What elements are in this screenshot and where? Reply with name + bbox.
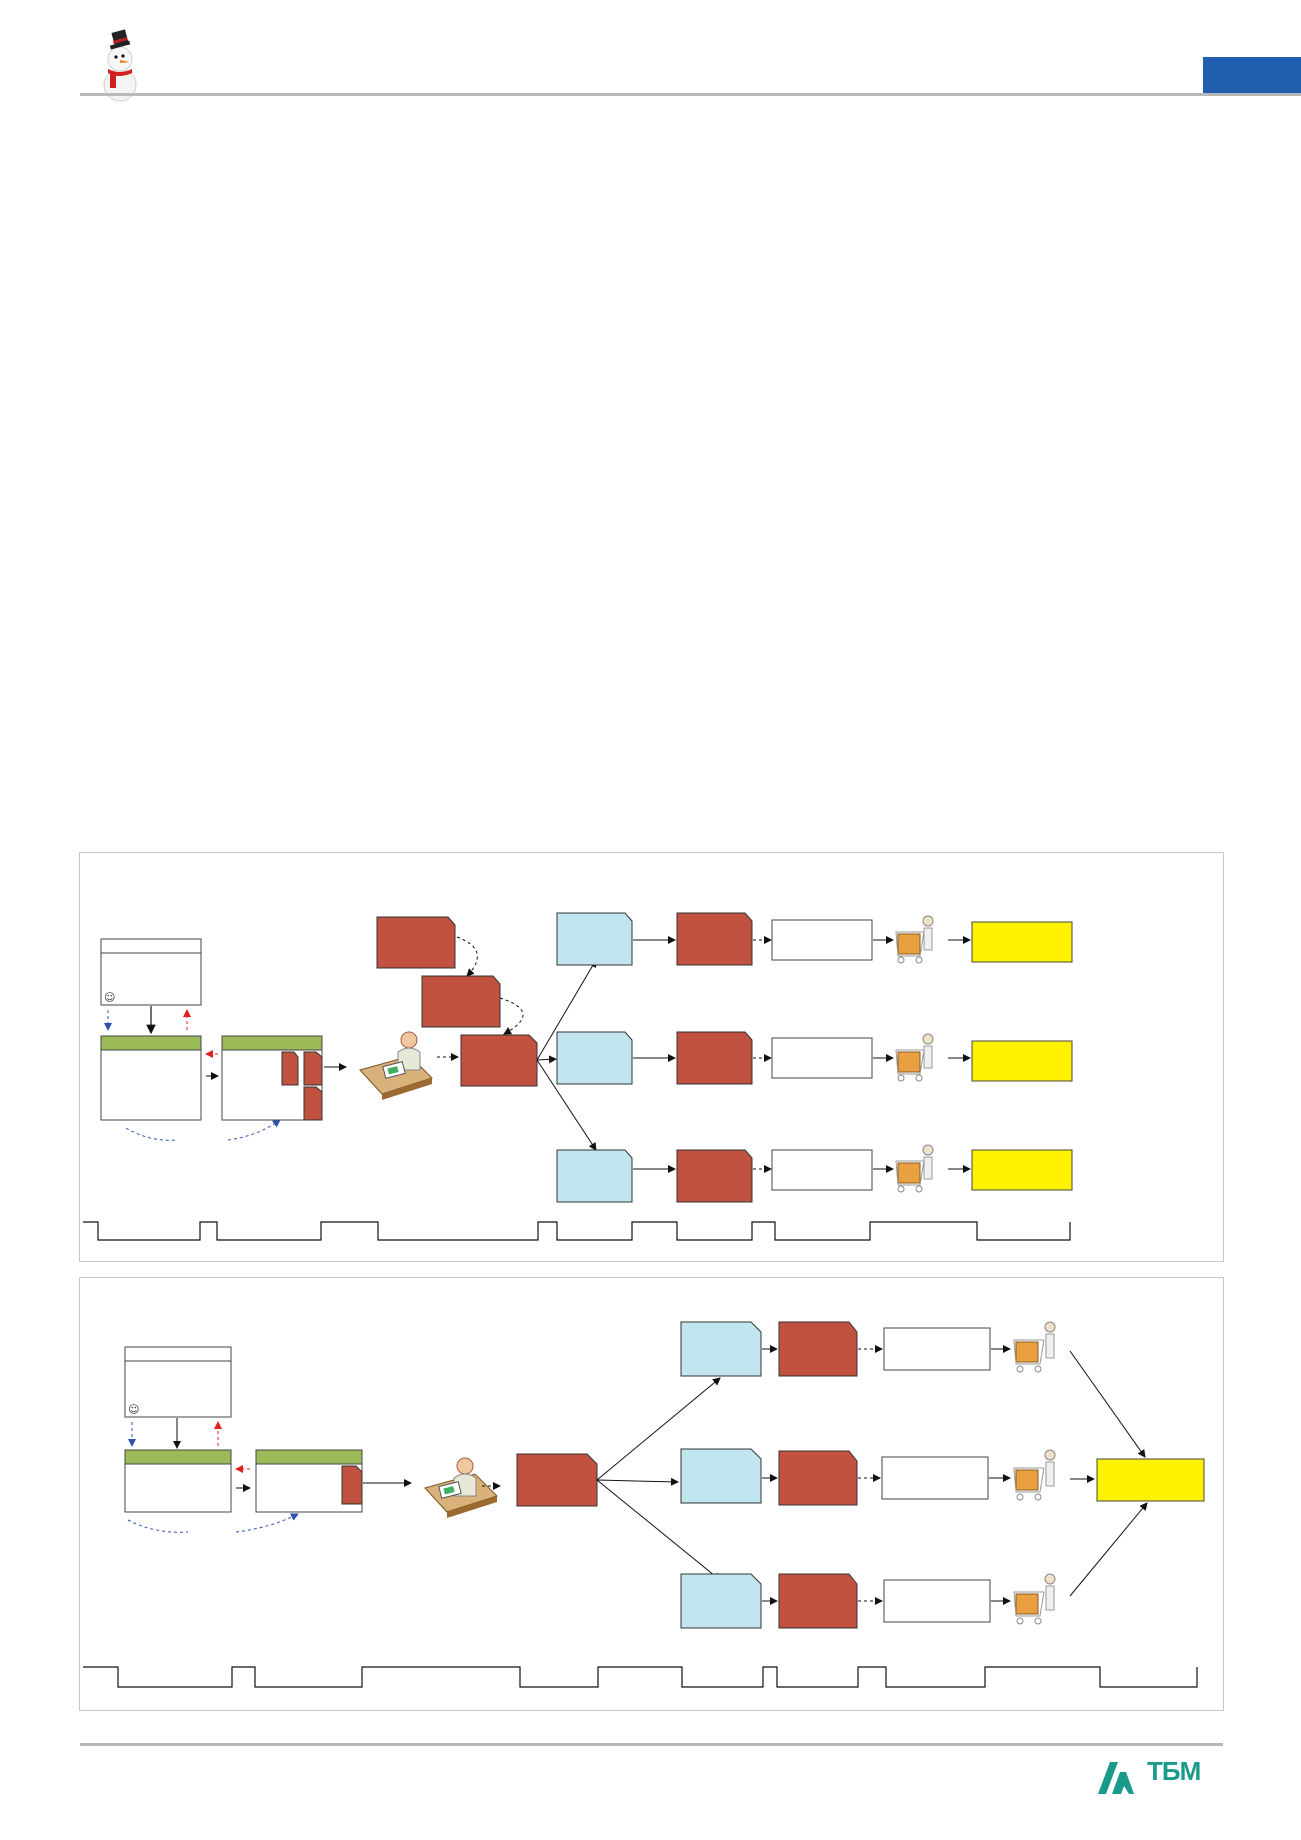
shopping-cart-icon (1013, 1449, 1056, 1501)
dashed-loop-2 (499, 997, 524, 1035)
clerk-at-desk-icon (359, 1031, 433, 1100)
tbm-logo-icon (1098, 1762, 1134, 1794)
timeline-bottom (83, 1666, 1198, 1688)
branch-mid (536, 1055, 557, 1064)
logo-text: ТБМ (1147, 1756, 1201, 1786)
svg-text:☺: ☺ (128, 1403, 139, 1416)
row-bottom-2 (680, 1448, 1056, 1506)
red-block-loop-1 (376, 916, 456, 969)
row-top-1 (556, 912, 1073, 966)
header-divider (80, 93, 1301, 96)
svg-text:☺: ☺ (104, 991, 115, 1004)
row-top-2 (556, 1031, 1073, 1085)
header-tab (1203, 57, 1301, 94)
branch-up (536, 959, 597, 1061)
branch-down (536, 1059, 597, 1151)
shopping-cart-icon (895, 1144, 934, 1193)
source-window-b: ☺ (124, 1346, 232, 1418)
red-block-main (460, 1034, 538, 1087)
green-window-b1 (124, 1449, 232, 1513)
footer-divider (80, 1743, 1223, 1746)
row-top-3 (556, 1144, 1073, 1203)
shopping-cart-icon (1013, 1573, 1056, 1625)
timeline-top (83, 1221, 1071, 1241)
green-window-b2 (255, 1449, 363, 1513)
row-bottom-1 (680, 1321, 1056, 1377)
yellow-block-merge (1096, 1458, 1205, 1502)
shopping-cart-icon (895, 915, 934, 964)
header (0, 0, 1301, 102)
dashed-curve-1 (125, 1127, 177, 1141)
source-window: ☺ (100, 938, 202, 1006)
green-window-1 (100, 1035, 202, 1121)
shopping-cart-icon (1013, 1321, 1056, 1373)
red-block-main-b (516, 1453, 598, 1507)
clerk-at-desk-icon (424, 1457, 498, 1518)
green-window-2 (221, 1035, 323, 1121)
dashed-loop-1 (456, 936, 478, 977)
row-bottom-3 (680, 1573, 1056, 1629)
red-block-loop-2 (421, 975, 501, 1028)
shopping-cart-icon (895, 1033, 934, 1082)
